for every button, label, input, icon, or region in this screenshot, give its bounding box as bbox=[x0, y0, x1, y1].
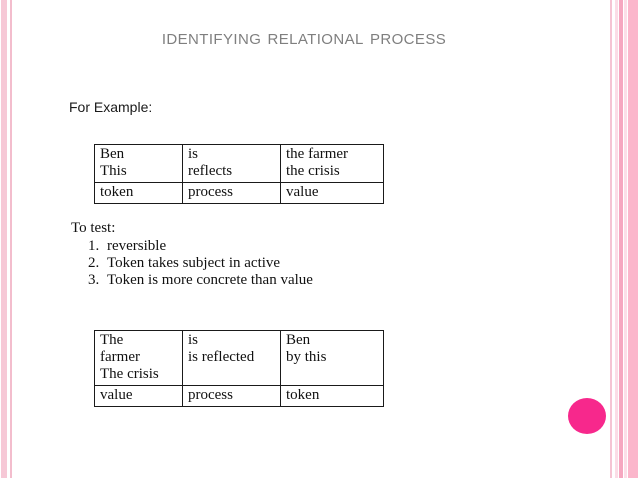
cell-process-examples: is reflects bbox=[182, 144, 281, 183]
table-row: Ben This is reflects the farmer the cris… bbox=[94, 144, 384, 183]
cell-line: by this bbox=[286, 349, 327, 365]
cell-line: token bbox=[100, 184, 134, 200]
cell-line: process bbox=[188, 184, 233, 200]
table-row: The farmer The crisis is is reflected Be… bbox=[94, 330, 384, 386]
cell-label-value: value bbox=[94, 385, 183, 407]
cell-line: the crisis bbox=[286, 163, 340, 179]
cell-line: Ben bbox=[286, 332, 311, 348]
left-stripe-wide bbox=[1, 0, 7, 478]
pink-circle-decoration bbox=[568, 398, 606, 434]
cell-line: process bbox=[188, 387, 233, 403]
left-border-stripes bbox=[0, 0, 13, 478]
right-stripe-3 bbox=[619, 0, 623, 478]
cell-line: The crisis bbox=[100, 366, 159, 382]
for-example-label: For Example: bbox=[69, 99, 153, 115]
cell-line: value bbox=[100, 387, 133, 403]
cell-line: is bbox=[188, 332, 199, 348]
cell-token-examples: Ben This bbox=[94, 144, 183, 183]
cell-line: This bbox=[100, 163, 127, 179]
to-test-label: To test: bbox=[71, 220, 116, 236]
cell-line: reflects bbox=[188, 163, 233, 179]
right-stripe-1 bbox=[610, 0, 612, 478]
cell-value-examples: The farmer The crisis bbox=[94, 330, 183, 386]
table-reversed: The farmer The crisis is is reflected Be… bbox=[94, 330, 384, 407]
cell-process-examples: is is reflected bbox=[182, 330, 281, 386]
cell-line: value bbox=[286, 184, 319, 200]
list-item: 3. Token is more concrete than value bbox=[88, 272, 313, 289]
list-item-label: Token is more concrete than value bbox=[107, 272, 313, 288]
table-row: value process token bbox=[94, 385, 384, 407]
cell-line: is reflected bbox=[188, 349, 255, 365]
slide-title: Identifying relational process bbox=[161, 26, 447, 49]
cell-token-examples: Ben by this bbox=[280, 330, 384, 386]
list-item-label: reversible bbox=[107, 238, 167, 254]
cell-label-token: token bbox=[94, 182, 183, 204]
cell-line: The bbox=[100, 332, 124, 348]
right-stripe-5 bbox=[628, 0, 638, 478]
cell-label-process: process bbox=[182, 182, 281, 204]
right-border-stripes bbox=[608, 0, 638, 478]
cell-line: is bbox=[188, 146, 199, 162]
cell-label-process: process bbox=[182, 385, 281, 407]
list-item-number: 1. bbox=[88, 238, 100, 254]
cell-line: token bbox=[286, 387, 320, 403]
cell-line: Ben bbox=[100, 146, 125, 162]
cell-line: the farmer bbox=[286, 146, 349, 162]
right-stripe-2 bbox=[615, 0, 618, 478]
right-stripe-4 bbox=[624, 0, 627, 478]
table-example: Ben This is reflects the farmer the cris… bbox=[94, 144, 384, 204]
list-item-label: Token takes subject in active bbox=[107, 255, 281, 271]
cell-line: farmer bbox=[100, 349, 140, 365]
test-steps-list: 1. reversible 2. Token takes subject in ac… bbox=[88, 238, 313, 289]
cell-label-value: value bbox=[280, 182, 384, 204]
table-row: token process value bbox=[94, 182, 384, 204]
cell-value-examples: the farmer the crisis bbox=[280, 144, 384, 183]
list-item: 2. Token takes subject in active bbox=[88, 255, 313, 272]
list-item: 1. reversible bbox=[88, 238, 313, 255]
list-item-number: 3. bbox=[88, 272, 100, 288]
left-stripe-thin bbox=[10, 0, 12, 478]
cell-label-token: token bbox=[280, 385, 384, 407]
list-item-number: 2. bbox=[88, 255, 100, 271]
